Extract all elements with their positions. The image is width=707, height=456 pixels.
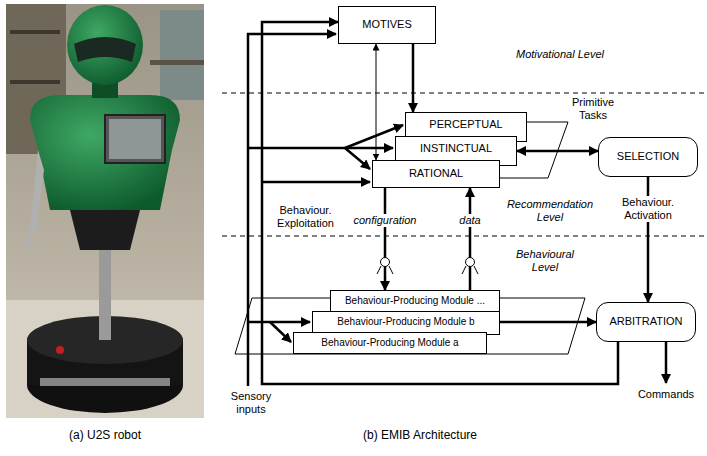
sensory-wire <box>345 147 393 150</box>
sensory-wire <box>270 322 291 342</box>
robot-head <box>67 5 143 85</box>
box-text: INSTINCTUAL <box>420 142 492 154</box>
port-icon <box>377 258 478 275</box>
port-icon <box>462 266 478 274</box>
box-text: Behaviour-Producing Module a <box>321 337 458 349</box>
lab-background <box>6 4 204 418</box>
caption: (a) U2S robot <box>40 428 170 442</box>
selection-box: SELECTION <box>598 137 698 177</box>
cabinet <box>160 10 204 100</box>
box-text: RATIONAL <box>409 167 463 180</box>
robot-torso <box>30 95 180 210</box>
edge-label: Behaviour. Activation <box>613 196 683 222</box>
bumper-strip <box>40 378 170 386</box>
bench <box>150 60 204 65</box>
robot-pole <box>99 240 111 340</box>
robot-photo <box>6 4 204 418</box>
box-text: MOTIVES <box>362 18 412 31</box>
recommender-box: RATIONAL <box>372 160 500 188</box>
connector <box>517 150 598 153</box>
level-name: Motivational Level <box>515 48 605 61</box>
sensory-wire <box>345 148 370 169</box>
edge-label: data <box>457 214 482 227</box>
module-box: Behaviour-Producing Module a <box>293 332 487 354</box>
connector <box>469 188 472 290</box>
box-text: ARBITRATION <box>609 315 682 328</box>
port-icon <box>466 258 475 267</box>
edge-label: configuration <box>352 214 419 227</box>
flow-label: Primitive Tasks <box>566 96 620 122</box>
edge-label-holder: data <box>450 214 490 227</box>
sensory-wire <box>270 321 310 324</box>
edge-label-holder: Behaviour. Activation <box>613 196 683 222</box>
shelf-board <box>10 80 60 84</box>
level-name: Recommendation Level <box>500 198 600 224</box>
port-icon <box>381 258 390 267</box>
port-icon <box>377 266 393 274</box>
connector <box>376 44 377 160</box>
sensory-wire <box>248 321 270 324</box>
caption: (b) EMIB Architecture <box>330 428 510 442</box>
motive-box: MOTIVES <box>338 6 436 44</box>
flow-label: Behaviour. Exploitation <box>268 204 343 230</box>
robot-hook <box>28 230 34 250</box>
connector <box>412 44 415 112</box>
edge-label-holder: configuration <box>340 214 430 227</box>
level-divider <box>222 93 707 94</box>
level-divider <box>222 236 707 237</box>
connector <box>500 321 596 324</box>
box-text: Behaviour-Producing Module ... <box>345 295 485 306</box>
flow-label: Sensory inputs <box>224 390 278 416</box>
robot-lower-body <box>70 210 140 250</box>
level-name: Behavioural Level <box>505 248 585 274</box>
flow-label: Commands <box>634 388 698 401</box>
robot-visor <box>74 37 136 62</box>
box-text: SELECTION <box>617 150 679 163</box>
connector <box>262 22 618 384</box>
command-output <box>665 342 668 383</box>
connector <box>384 188 387 290</box>
robot-arm <box>30 150 44 232</box>
exploitation-branch <box>262 181 370 184</box>
arbitration-box: ARBITRATION <box>596 302 696 342</box>
box-text: PERCEPTUAL <box>429 118 502 130</box>
screen-glass <box>109 119 161 159</box>
stop-button <box>56 346 64 354</box>
robot-screen <box>105 115 165 163</box>
shelf-board <box>10 30 60 34</box>
box-text: Behaviour-Producing Module b <box>337 316 474 327</box>
